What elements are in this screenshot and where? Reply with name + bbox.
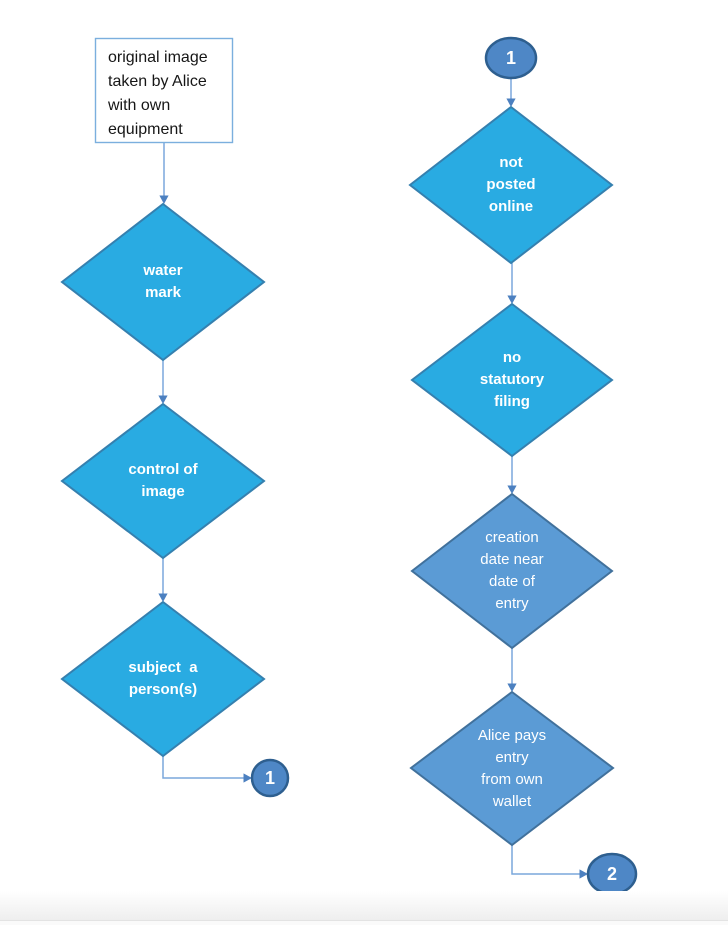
connector-subject-to-offpage-1 [162,756,244,779]
offpage-2-shape [586,852,638,896]
decision-subject-shape [60,600,266,758]
arrowhead-watermark-to-control [158,395,168,404]
offpage-1-left-shape [250,758,290,798]
page-bottom-edge [0,891,728,921]
decision-control-shape [60,402,266,560]
offpage-1-right-shape [484,36,538,80]
process-creation-shape [410,492,614,650]
decision-statutory-shape [410,302,614,458]
decision-watermark-shape [60,202,266,362]
decision-not-posted-shape [408,105,614,265]
page-bottom-tail [0,921,728,925]
arrowhead-offpage-1-to-not-posted [506,98,516,107]
arrowhead-not-posted-to-statutory [507,295,517,304]
process-alice-pays-shape [409,690,615,847]
start-box-shape [94,37,234,144]
arrowhead-creation-to-alice-pays [507,683,517,692]
connector-alice-pays-to-offpage-2 [511,845,580,875]
arrowhead-alice-pays-to-offpage-2 [579,869,588,879]
arrowhead-control-to-subject [158,593,168,602]
arrowhead-subject-to-offpage-1 [243,773,252,783]
arrowhead-statutory-to-creation [507,485,517,494]
arrowhead-start-to-watermark [159,195,169,204]
